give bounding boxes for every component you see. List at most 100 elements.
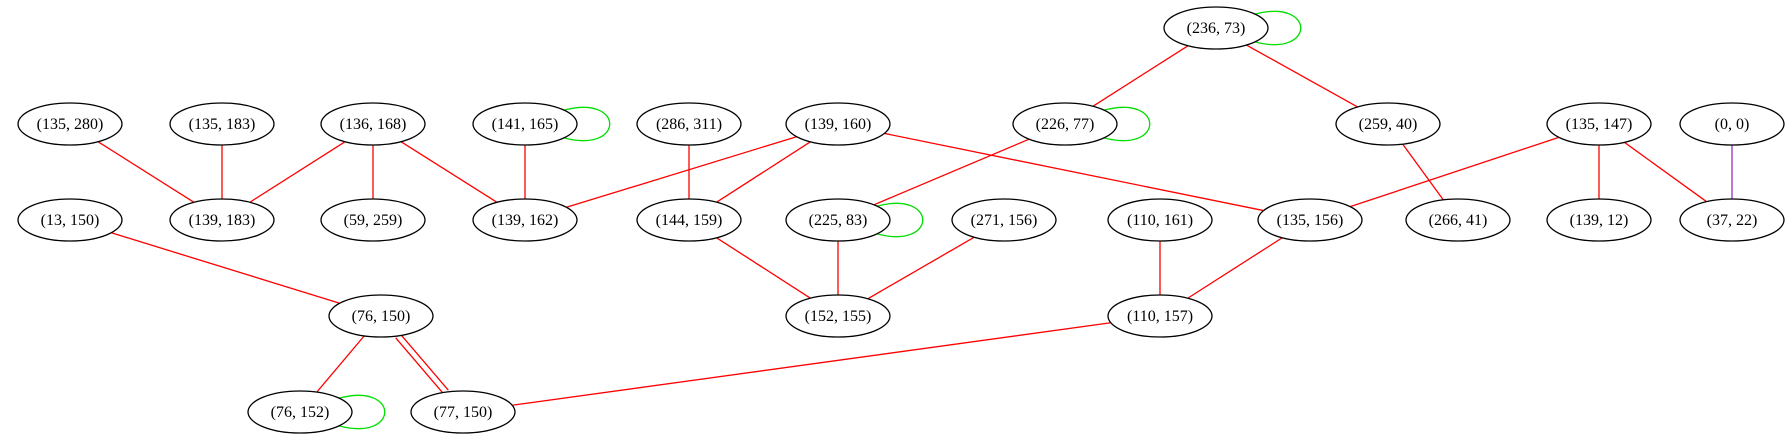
node-ellipse	[472, 198, 578, 242]
node-ellipse	[472, 102, 578, 146]
node-ellipse	[169, 198, 275, 242]
node-ellipse	[1546, 198, 1652, 242]
graph-node: (286, 311)	[636, 102, 742, 146]
graph-node: (110, 157)	[1107, 294, 1213, 338]
graph-edge	[867, 236, 975, 300]
graph-node: (139, 160)	[785, 102, 891, 146]
graph-node: (135, 147)	[1546, 102, 1652, 146]
node-label: (13, 150)	[41, 212, 100, 229]
edges-layer	[97, 10, 1733, 430]
node-label: (0, 0)	[1715, 116, 1750, 133]
node-label: (144, 159)	[656, 212, 723, 229]
node-ellipse	[1679, 102, 1785, 146]
graph-node: (259, 40)	[1335, 102, 1441, 146]
node-ellipse	[785, 198, 891, 242]
node-ellipse	[785, 294, 891, 338]
node-label: (135, 183)	[189, 116, 256, 133]
node-ellipse	[1405, 198, 1511, 242]
graph-edge	[873, 138, 1030, 206]
node-ellipse	[17, 198, 123, 242]
node-ellipse	[1012, 102, 1118, 146]
node-ellipse	[169, 102, 275, 146]
node-label: (110, 157)	[1127, 308, 1193, 325]
graph-node: (59, 259)	[320, 198, 426, 242]
node-label: (110, 161)	[1127, 212, 1193, 229]
graph-edge	[395, 337, 445, 395]
node-label: (141, 165)	[492, 116, 559, 133]
graph-node: (236, 73)	[1163, 6, 1269, 50]
node-label: (76, 150)	[352, 308, 411, 325]
node-label: (139, 160)	[805, 116, 872, 133]
self-loop-edge	[1103, 106, 1151, 142]
graph-node: (144, 159)	[636, 198, 742, 242]
graph-edge	[111, 232, 340, 304]
graph-edge	[316, 335, 365, 393]
node-ellipse	[320, 198, 426, 242]
graph-edge	[716, 237, 811, 299]
graph-node: (139, 12)	[1546, 198, 1652, 242]
graph-node: (77, 150)	[410, 390, 516, 434]
graph-node: (225, 83)	[785, 198, 891, 242]
node-label: (139, 183)	[189, 212, 256, 229]
graph-edge	[884, 132, 1264, 212]
node-label: (226, 77)	[1036, 116, 1095, 133]
graph-edge	[1246, 44, 1358, 108]
node-label: (271, 156)	[971, 212, 1038, 229]
node-label: (266, 41)	[1429, 212, 1488, 229]
node-ellipse	[1679, 198, 1785, 242]
graph-edge	[512, 322, 1111, 406]
graph-node: (135, 280)	[17, 102, 123, 146]
graph-edge	[400, 141, 498, 203]
graph-node: (226, 77)	[1012, 102, 1118, 146]
graph-edge	[566, 136, 797, 208]
graph-node: (152, 155)	[785, 294, 891, 338]
node-label: (286, 311)	[656, 116, 722, 133]
graph-node: (0, 0)	[1679, 102, 1785, 146]
graph-node: (13, 150)	[17, 198, 123, 242]
node-label: (76, 152)	[271, 404, 330, 421]
node-ellipse	[1335, 102, 1441, 146]
graph-node: (266, 41)	[1405, 198, 1511, 242]
node-label: (259, 40)	[1359, 116, 1418, 133]
graph-edge	[97, 141, 195, 203]
graph-edge	[399, 333, 449, 391]
node-label: (59, 259)	[344, 212, 403, 229]
self-loop-edge	[1254, 10, 1302, 46]
graph-node: (135, 156)	[1257, 198, 1363, 242]
graph-node: (76, 152)	[247, 390, 353, 434]
node-ellipse	[320, 102, 426, 146]
node-label: (135, 147)	[1566, 116, 1633, 133]
graph-node: (76, 150)	[328, 294, 434, 338]
node-ellipse	[1546, 102, 1652, 146]
graph-node: (136, 168)	[320, 102, 426, 146]
node-ellipse	[636, 198, 742, 242]
node-label: (77, 150)	[434, 404, 493, 421]
graph-node: (110, 161)	[1107, 198, 1213, 242]
node-ellipse	[1107, 294, 1213, 338]
node-label: (139, 162)	[492, 212, 559, 229]
node-label: (136, 168)	[340, 116, 407, 133]
graph-node: (135, 183)	[169, 102, 275, 146]
node-ellipse	[951, 198, 1057, 242]
self-loop-edge	[338, 394, 386, 430]
graph-node: (139, 162)	[472, 198, 578, 242]
node-ellipse	[328, 294, 434, 338]
node-label: (152, 155)	[805, 308, 872, 325]
nodes-layer: (236, 73) (135, 280) (135, 183) (136, 168) (…	[17, 6, 1785, 434]
node-ellipse	[410, 390, 516, 434]
node-label: (225, 83)	[809, 212, 868, 229]
node-label: (236, 73)	[1187, 20, 1246, 37]
node-ellipse	[1257, 198, 1363, 242]
node-label: (135, 156)	[1277, 212, 1344, 229]
graph-edge	[716, 141, 811, 203]
node-label: (135, 280)	[37, 116, 104, 133]
graph-node: (141, 165)	[472, 102, 578, 146]
graph-edge	[1624, 141, 1707, 203]
graph-edge	[1187, 237, 1283, 299]
node-ellipse	[785, 102, 891, 146]
node-ellipse	[17, 102, 123, 146]
node-label: (139, 12)	[1570, 212, 1629, 229]
graph-edge	[249, 141, 346, 203]
node-ellipse	[1163, 6, 1269, 50]
